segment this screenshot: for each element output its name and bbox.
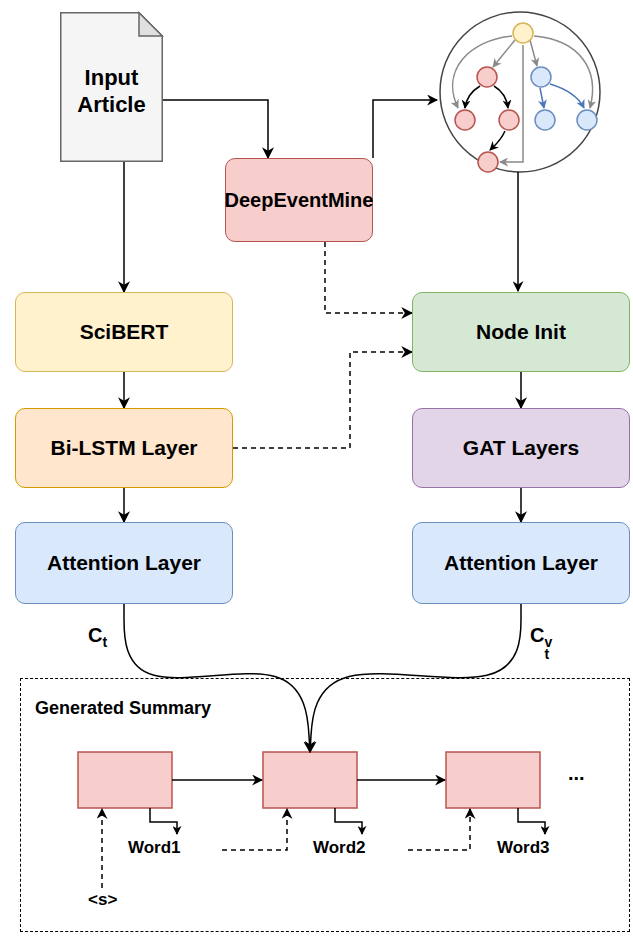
box-label: GAT Layers <box>463 435 579 461</box>
drawing-stroke <box>373 100 437 158</box>
drawing-stroke <box>478 152 498 172</box>
box-label: Attention Layer <box>444 550 598 576</box>
event-graph <box>440 12 600 172</box>
drawing-stroke <box>150 808 177 834</box>
box-label: Node Init <box>476 319 566 345</box>
connector <box>123 488 125 522</box>
box-label: Bi-LSTM Layer <box>50 435 197 461</box>
drawing-stroke <box>101 809 103 888</box>
drawing-stroke <box>540 88 544 108</box>
process-box: Attention Layer <box>15 522 233 604</box>
drawing-stroke <box>531 67 551 87</box>
drawing-stroke <box>535 110 555 130</box>
output-word: Word1 <box>128 838 181 858</box>
drawing-stroke <box>263 752 357 808</box>
drawing-stroke <box>530 40 537 66</box>
drawing-stroke <box>455 110 475 130</box>
drawing-stroke <box>440 12 600 172</box>
drawing-stroke <box>499 110 519 130</box>
drawing-stroke <box>465 86 480 108</box>
drawing-stroke <box>517 172 519 291</box>
connector <box>233 352 412 448</box>
connector <box>123 162 125 292</box>
decoder-cells <box>78 752 545 888</box>
box-label: Attention Layer <box>47 550 201 576</box>
drawing-stroke <box>335 808 362 834</box>
process-box: Attention Layer <box>412 522 630 604</box>
box-label: DeepEventMine <box>225 188 374 213</box>
process-box: DeepEventMine <box>225 158 373 242</box>
box-label: Input Article <box>66 64 157 119</box>
context-vector: Ct <box>88 624 107 647</box>
connector <box>520 488 522 522</box>
drawing-stroke <box>550 84 584 108</box>
drawing-stroke <box>357 779 445 781</box>
drawing-stroke <box>477 67 497 87</box>
drawing-stroke <box>453 36 512 108</box>
document-outline <box>61 13 163 162</box>
ellipsis: ... <box>568 762 585 785</box>
drawing-stroke <box>172 779 262 781</box>
document-fold <box>139 13 162 36</box>
graph-wires <box>373 100 518 291</box>
drawing-stroke <box>446 752 540 808</box>
drawing-stroke <box>500 45 523 162</box>
drawing-stroke <box>494 86 508 108</box>
context-vector: Cvt <box>530 624 552 661</box>
group-heading: Generated Summary <box>35 697 211 720</box>
drawing-stroke <box>490 131 505 150</box>
process-box: Node Init <box>412 292 630 372</box>
output-word: Word3 <box>497 838 550 858</box>
process-box: GAT Layers <box>412 408 630 488</box>
box-label: SciBERT <box>80 319 169 345</box>
drawing-stroke <box>408 809 470 850</box>
drawing-stroke <box>493 40 515 67</box>
connector <box>123 372 125 408</box>
process-box: Bi-LSTM Layer <box>15 408 233 488</box>
output-word: Word2 <box>313 838 366 858</box>
drawing-stroke <box>518 808 545 834</box>
drawing-stroke <box>222 809 287 850</box>
drawing-stroke <box>577 110 597 130</box>
connector <box>163 100 268 158</box>
drawing-stroke <box>78 752 172 808</box>
connector <box>325 242 412 313</box>
connector <box>520 372 522 408</box>
process-box: SciBERT <box>15 292 233 372</box>
document-shape: Input Article <box>60 12 163 162</box>
drawing-stroke <box>513 23 533 43</box>
start-token: <s> <box>88 890 117 910</box>
